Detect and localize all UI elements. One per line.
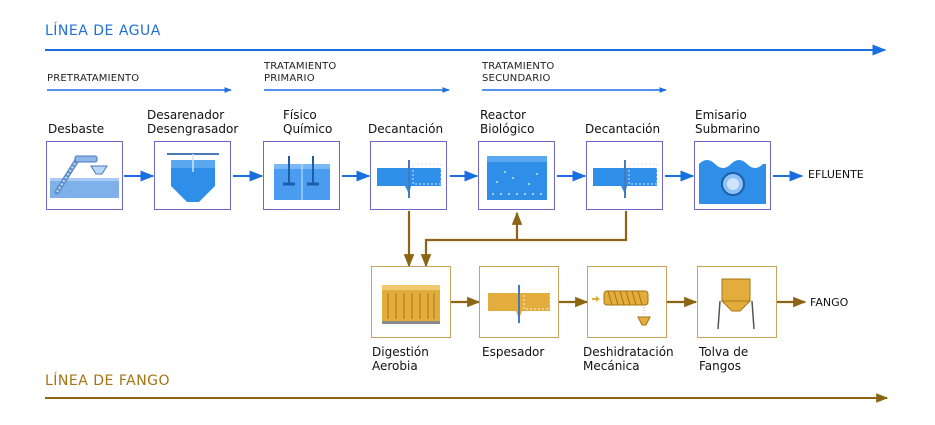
physchem-box bbox=[263, 141, 340, 210]
outfall-box bbox=[694, 141, 771, 210]
sludge-line-title: LÍNEA DE FANGO bbox=[45, 373, 171, 389]
stage-primary-line2: PRIMARIO bbox=[264, 73, 315, 84]
water-step-label-1: Desbaste bbox=[48, 122, 105, 136]
hopper-icon bbox=[717, 278, 755, 330]
bio-reactor-icon bbox=[487, 156, 547, 200]
thickener-box bbox=[479, 266, 559, 338]
screen-box bbox=[46, 141, 123, 210]
clarifier-2-box bbox=[586, 141, 663, 210]
digester-box bbox=[371, 266, 451, 338]
stage-primary-line1: TRATAMIENTO bbox=[264, 61, 337, 72]
bio-reactor-box bbox=[478, 141, 555, 210]
clarifier-1-box bbox=[370, 141, 447, 210]
effluent-label: EFLUENTE bbox=[808, 168, 864, 181]
clarifier-icon bbox=[593, 160, 658, 198]
dewatering-box bbox=[587, 266, 667, 338]
grit-tank-icon bbox=[167, 153, 219, 202]
outfall-icon bbox=[699, 160, 766, 204]
screw-press-icon bbox=[592, 290, 651, 326]
sludge-output-label: FANGO bbox=[810, 296, 849, 309]
water-step-label-6: Decantación bbox=[585, 122, 661, 136]
screen-icon bbox=[50, 155, 119, 198]
stage-secondary-line1: TRATAMIENTO bbox=[482, 61, 555, 72]
thickener-icon bbox=[488, 285, 551, 323]
stage-secondary-line2: SECUNDARIO bbox=[482, 73, 551, 84]
mixer-tank-icon bbox=[274, 156, 330, 200]
digester-icon bbox=[382, 285, 440, 324]
stage-primary: TRATAMIENTO PRIMARIO bbox=[264, 61, 336, 85]
clarifier-icon bbox=[377, 160, 442, 198]
stage-pretreatment: PRETRATAMIENTO bbox=[47, 73, 140, 84]
grit-box bbox=[154, 141, 231, 210]
sludge-step-label-2: Espesador bbox=[482, 345, 545, 359]
water-line-title: LÍNEA DE AGUA bbox=[45, 23, 161, 39]
hopper-box bbox=[697, 266, 777, 338]
water-step-label-4: Decantación bbox=[368, 122, 444, 136]
stage-secondary: TRATAMIENTO SECUNDARIO bbox=[482, 61, 554, 85]
